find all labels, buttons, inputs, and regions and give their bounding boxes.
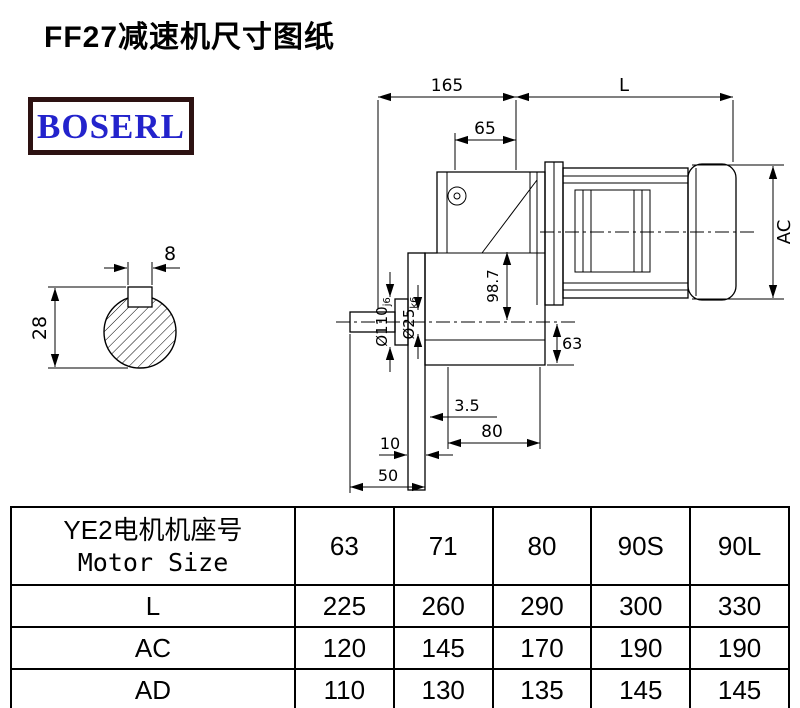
table-cell: 120 bbox=[293, 626, 395, 670]
mounting-flange-plate bbox=[407, 252, 426, 491]
motor-size-header-en: Motor Size bbox=[77, 547, 229, 577]
cell-value: 145 bbox=[619, 674, 663, 705]
cell-value: 145 bbox=[421, 632, 465, 663]
motor-body bbox=[562, 167, 689, 299]
col-header: 71 bbox=[392, 506, 494, 586]
cell-value: 190 bbox=[619, 632, 663, 663]
brand-logo-text: BOSERL bbox=[37, 106, 185, 146]
cell-value: 330 bbox=[717, 590, 762, 621]
dimension-drawing: 8 28 bbox=[29, 75, 795, 493]
dim-top-group: 165 L 65 bbox=[377, 75, 734, 308]
bolt-hole bbox=[447, 186, 467, 206]
dim-50: 50 bbox=[349, 334, 425, 493]
flange-dia-main: Ø110 bbox=[373, 306, 391, 346]
size-90S: 90S bbox=[617, 530, 664, 561]
shaft-dia-sub: k6 bbox=[409, 296, 420, 308]
table-cell: 135 bbox=[491, 668, 593, 708]
page-title: FF27减速机尺寸图纸 bbox=[44, 21, 336, 54]
dim-3-5: 3.5 bbox=[430, 396, 497, 422]
dim-label-65: 65 bbox=[474, 119, 496, 139]
cell-value: 135 bbox=[520, 674, 564, 705]
dim-label-3-5: 3.5 bbox=[454, 396, 479, 415]
row-header: AC bbox=[10, 626, 296, 670]
dim-80: 80 bbox=[447, 367, 541, 449]
dim-10: 10 bbox=[379, 434, 453, 460]
table-cell: 145 bbox=[689, 668, 790, 708]
table-cell: 330 bbox=[689, 584, 790, 628]
dim-flange-diameter: Ø110j6 bbox=[373, 272, 395, 372]
dim-63: 63 bbox=[547, 324, 582, 366]
cell-value: 130 bbox=[421, 674, 465, 705]
table-cell: 190 bbox=[590, 626, 692, 670]
cell-value: 260 bbox=[421, 590, 465, 621]
dim-key-width: 8 bbox=[104, 243, 180, 285]
dim-label-flange-dia: Ø110j6 bbox=[373, 297, 393, 347]
cell-value: 300 bbox=[619, 590, 663, 621]
size-63: 63 bbox=[329, 530, 359, 561]
row-label-AC: AC bbox=[134, 632, 172, 663]
col-header: 63 bbox=[293, 506, 395, 586]
cell-value: 110 bbox=[323, 674, 366, 705]
table-cell: 145 bbox=[590, 668, 692, 708]
dim-shaft-diameter: Ø25k6 bbox=[400, 285, 423, 359]
keyway bbox=[127, 286, 153, 308]
row-header: AD bbox=[10, 668, 296, 708]
col-header: 90S bbox=[590, 506, 692, 586]
col-header: 90L bbox=[689, 506, 790, 586]
shaft-cross-section: 8 28 bbox=[29, 243, 180, 369]
dim-label-80: 80 bbox=[481, 422, 503, 442]
dim-label-L: L bbox=[619, 75, 629, 96]
table-cell: 110 bbox=[293, 668, 395, 708]
cell-value: 225 bbox=[322, 590, 367, 621]
dim-label-AC: AC bbox=[774, 220, 795, 245]
shaft-dia-main: Ø25 bbox=[400, 309, 418, 340]
table-cell: 130 bbox=[392, 668, 494, 708]
cell-value: 190 bbox=[717, 632, 762, 663]
table-cell: 190 bbox=[689, 626, 790, 670]
motor-size-header-cell: YE2电机机座号 Motor Size bbox=[10, 506, 296, 586]
fan-cowl bbox=[687, 163, 737, 301]
table-cell: 290 bbox=[491, 584, 593, 628]
flange-dia-sub: j6 bbox=[382, 297, 393, 307]
table-cell: 170 bbox=[491, 626, 593, 670]
dim-section-height: 28 bbox=[29, 286, 128, 369]
col-header: 80 bbox=[491, 506, 593, 586]
gearbox-side-view: 165 L 65 AC Ø110j6 bbox=[336, 75, 795, 493]
motor-size-header-cn: YE2电机机座号 bbox=[63, 515, 243, 546]
row-label-L: L bbox=[145, 590, 161, 621]
motor bbox=[544, 161, 737, 306]
table-row: L 225 260 290 300 330 bbox=[10, 584, 790, 628]
cell-value: 170 bbox=[520, 632, 564, 663]
table-row: AD 110 130 135 145 145 bbox=[10, 668, 790, 708]
dim-label-bore: 98.7 bbox=[484, 269, 502, 302]
table-header-row: YE2电机机座号 Motor Size 63 71 80 90S 90L bbox=[10, 506, 790, 586]
row-header: L bbox=[10, 584, 296, 628]
table-cell: 225 bbox=[293, 584, 395, 628]
dim-label-50: 50 bbox=[378, 466, 398, 485]
table-cell: 145 bbox=[392, 626, 494, 670]
size-71: 71 bbox=[428, 530, 458, 561]
dim-bore: 98.7 bbox=[484, 252, 512, 320]
table-cell: 260 bbox=[392, 584, 494, 628]
spec-table: YE2电机机座号 Motor Size 63 71 80 90S 90L L 2… bbox=[10, 506, 790, 708]
brand-logo-box: BOSERL bbox=[28, 97, 194, 155]
cell-value: 290 bbox=[520, 590, 564, 621]
dim-label-section-height: 28 bbox=[29, 316, 51, 340]
dim-label-165: 165 bbox=[431, 76, 463, 96]
gear-housing bbox=[424, 171, 546, 366]
cell-value: 145 bbox=[717, 674, 762, 705]
dim-label-key-width: 8 bbox=[164, 243, 176, 265]
cell-value: 120 bbox=[322, 632, 367, 663]
dim-label-10: 10 bbox=[380, 434, 400, 453]
dim-label-shaft-dia: Ø25k6 bbox=[400, 296, 420, 339]
size-80: 80 bbox=[527, 530, 557, 561]
row-label-AD: AD bbox=[134, 674, 172, 705]
dim-ac: AC bbox=[692, 164, 795, 300]
table-row: AC 120 145 170 190 190 bbox=[10, 626, 790, 670]
motor-stator bbox=[574, 189, 651, 273]
size-90L: 90L bbox=[717, 530, 762, 561]
table-cell: 300 bbox=[590, 584, 692, 628]
dim-label-63: 63 bbox=[562, 334, 582, 353]
